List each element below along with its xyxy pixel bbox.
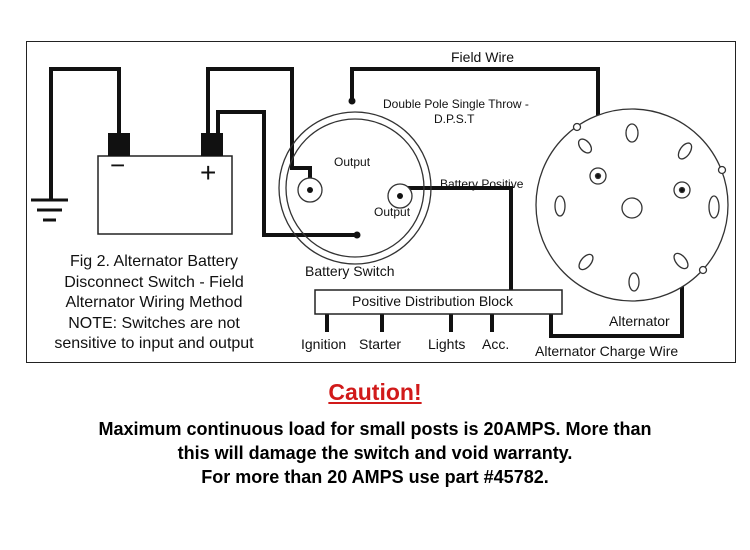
battery-minus-label: −	[110, 150, 126, 180]
alternator-charge-wire-label: Alternator Charge Wire	[535, 343, 679, 359]
ground-icon	[31, 198, 68, 222]
figure-caption-line: Alternator Wiring Method	[65, 294, 243, 311]
ground-wire	[49, 67, 121, 200]
negative-terminal	[108, 133, 130, 156]
figure-caption-line: sensitive to input and output	[54, 335, 254, 352]
alternator-icon	[535, 108, 729, 302]
figure-caption: Fig 2. Alternator Battery Disconnect Swi…	[34, 252, 274, 355]
dpst-label-line1: Double Pole Single Throw -	[383, 97, 529, 111]
diagram-frame	[26, 41, 736, 363]
starter-label: Starter	[359, 336, 402, 352]
figure-caption-line: Disconnect Switch - Field	[64, 273, 244, 291]
dpst-label-line2: D.P.S.T	[434, 112, 475, 126]
battery-plus-label: +	[200, 157, 217, 188]
acc-label: Acc.	[482, 336, 510, 352]
field-wire-label: Field Wire	[451, 49, 515, 65]
battery-icon	[97, 133, 233, 235]
lights-label: Lights	[428, 336, 466, 352]
caution-line-1: Maximum continuous load for small posts …	[98, 419, 652, 439]
battery-positive-label: Battery Positive	[440, 177, 524, 191]
caution-title: Caution!	[328, 379, 422, 405]
battery-positive-wire-a	[206, 67, 312, 190]
output-top-label: Output	[334, 155, 371, 169]
distribution-block	[314, 289, 563, 315]
caution-line-2: this will damage the switch and void war…	[177, 443, 573, 463]
alternator-label: Alternator	[609, 313, 670, 329]
output-right-label: Output	[374, 205, 411, 219]
figure-caption-line: Fig 2. Alternator Battery	[69, 253, 239, 270]
positive-terminal	[201, 133, 223, 156]
ignition-label: Ignition	[301, 336, 347, 352]
battery-positive-wire	[398, 186, 513, 290]
battery-switch-label: Battery Switch	[305, 263, 395, 279]
battery-switch	[278, 97, 432, 265]
figure-caption-line: NOTE: Switches are not	[68, 314, 240, 332]
caution-line-3: For more than 20 AMPS use part #45782.	[201, 467, 549, 487]
distribution-block-label: Positive Distribution Block	[352, 293, 514, 309]
